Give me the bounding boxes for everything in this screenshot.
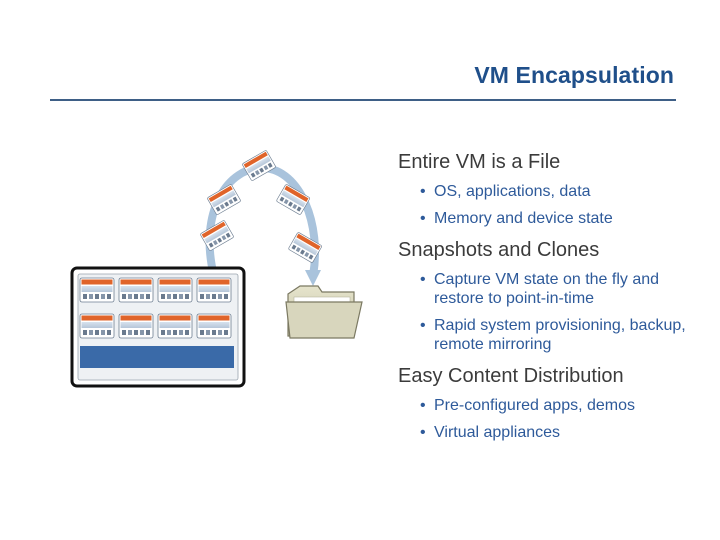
bullet-item: • Rapid system provisioning, backup, remo… xyxy=(398,316,698,354)
bullet-dot-icon: • xyxy=(420,271,426,288)
vm-icon xyxy=(241,149,277,182)
bullet-dot-icon: • xyxy=(420,397,426,414)
bullet-text: OS, applications, data xyxy=(434,183,591,200)
bullet-list: • Pre-configured apps, demos • Virtual app… xyxy=(398,396,698,442)
section-heading: Snapshots and Clones xyxy=(398,239,600,261)
vm-icon xyxy=(199,219,235,252)
slide-title: VM Encapsulation xyxy=(474,62,674,88)
server-icon xyxy=(70,266,246,388)
section-heading: Entire VM is a File xyxy=(398,151,561,173)
slide-content: Entire VM is a File • OS, applications, d… xyxy=(398,148,698,450)
section-heading: Easy Content Distribution xyxy=(398,365,624,387)
bullet-item: • Capture VM state on the fly and restore… xyxy=(398,270,698,308)
folder-icon xyxy=(285,285,363,339)
title-divider xyxy=(50,99,676,101)
bullet-text: Rapid system provisioning, backup, remot… xyxy=(434,317,686,353)
bullet-dot-icon: • xyxy=(420,317,426,334)
bullet-list: • OS, applications, data • Memory and devi… xyxy=(398,182,698,228)
bullet-item: • Pre-configured apps, demos xyxy=(398,396,698,415)
bullet-text: Capture VM state on the fly and restore … xyxy=(434,271,660,307)
bullet-text: Memory and device state xyxy=(434,210,613,227)
bullet-item: • Virtual appliances xyxy=(398,423,698,442)
bullet-text: Virtual appliances xyxy=(434,424,561,441)
bullet-item: • Memory and device state xyxy=(398,209,698,228)
bullet-text: Pre-configured apps, demos xyxy=(434,397,635,414)
bullet-item: • OS, applications, data xyxy=(398,182,698,201)
bullet-list: • Capture VM state on the fly and restore… xyxy=(398,270,698,354)
bullet-dot-icon: • xyxy=(420,424,426,441)
bullet-dot-icon: • xyxy=(420,183,426,200)
bullet-dot-icon: • xyxy=(420,210,426,227)
